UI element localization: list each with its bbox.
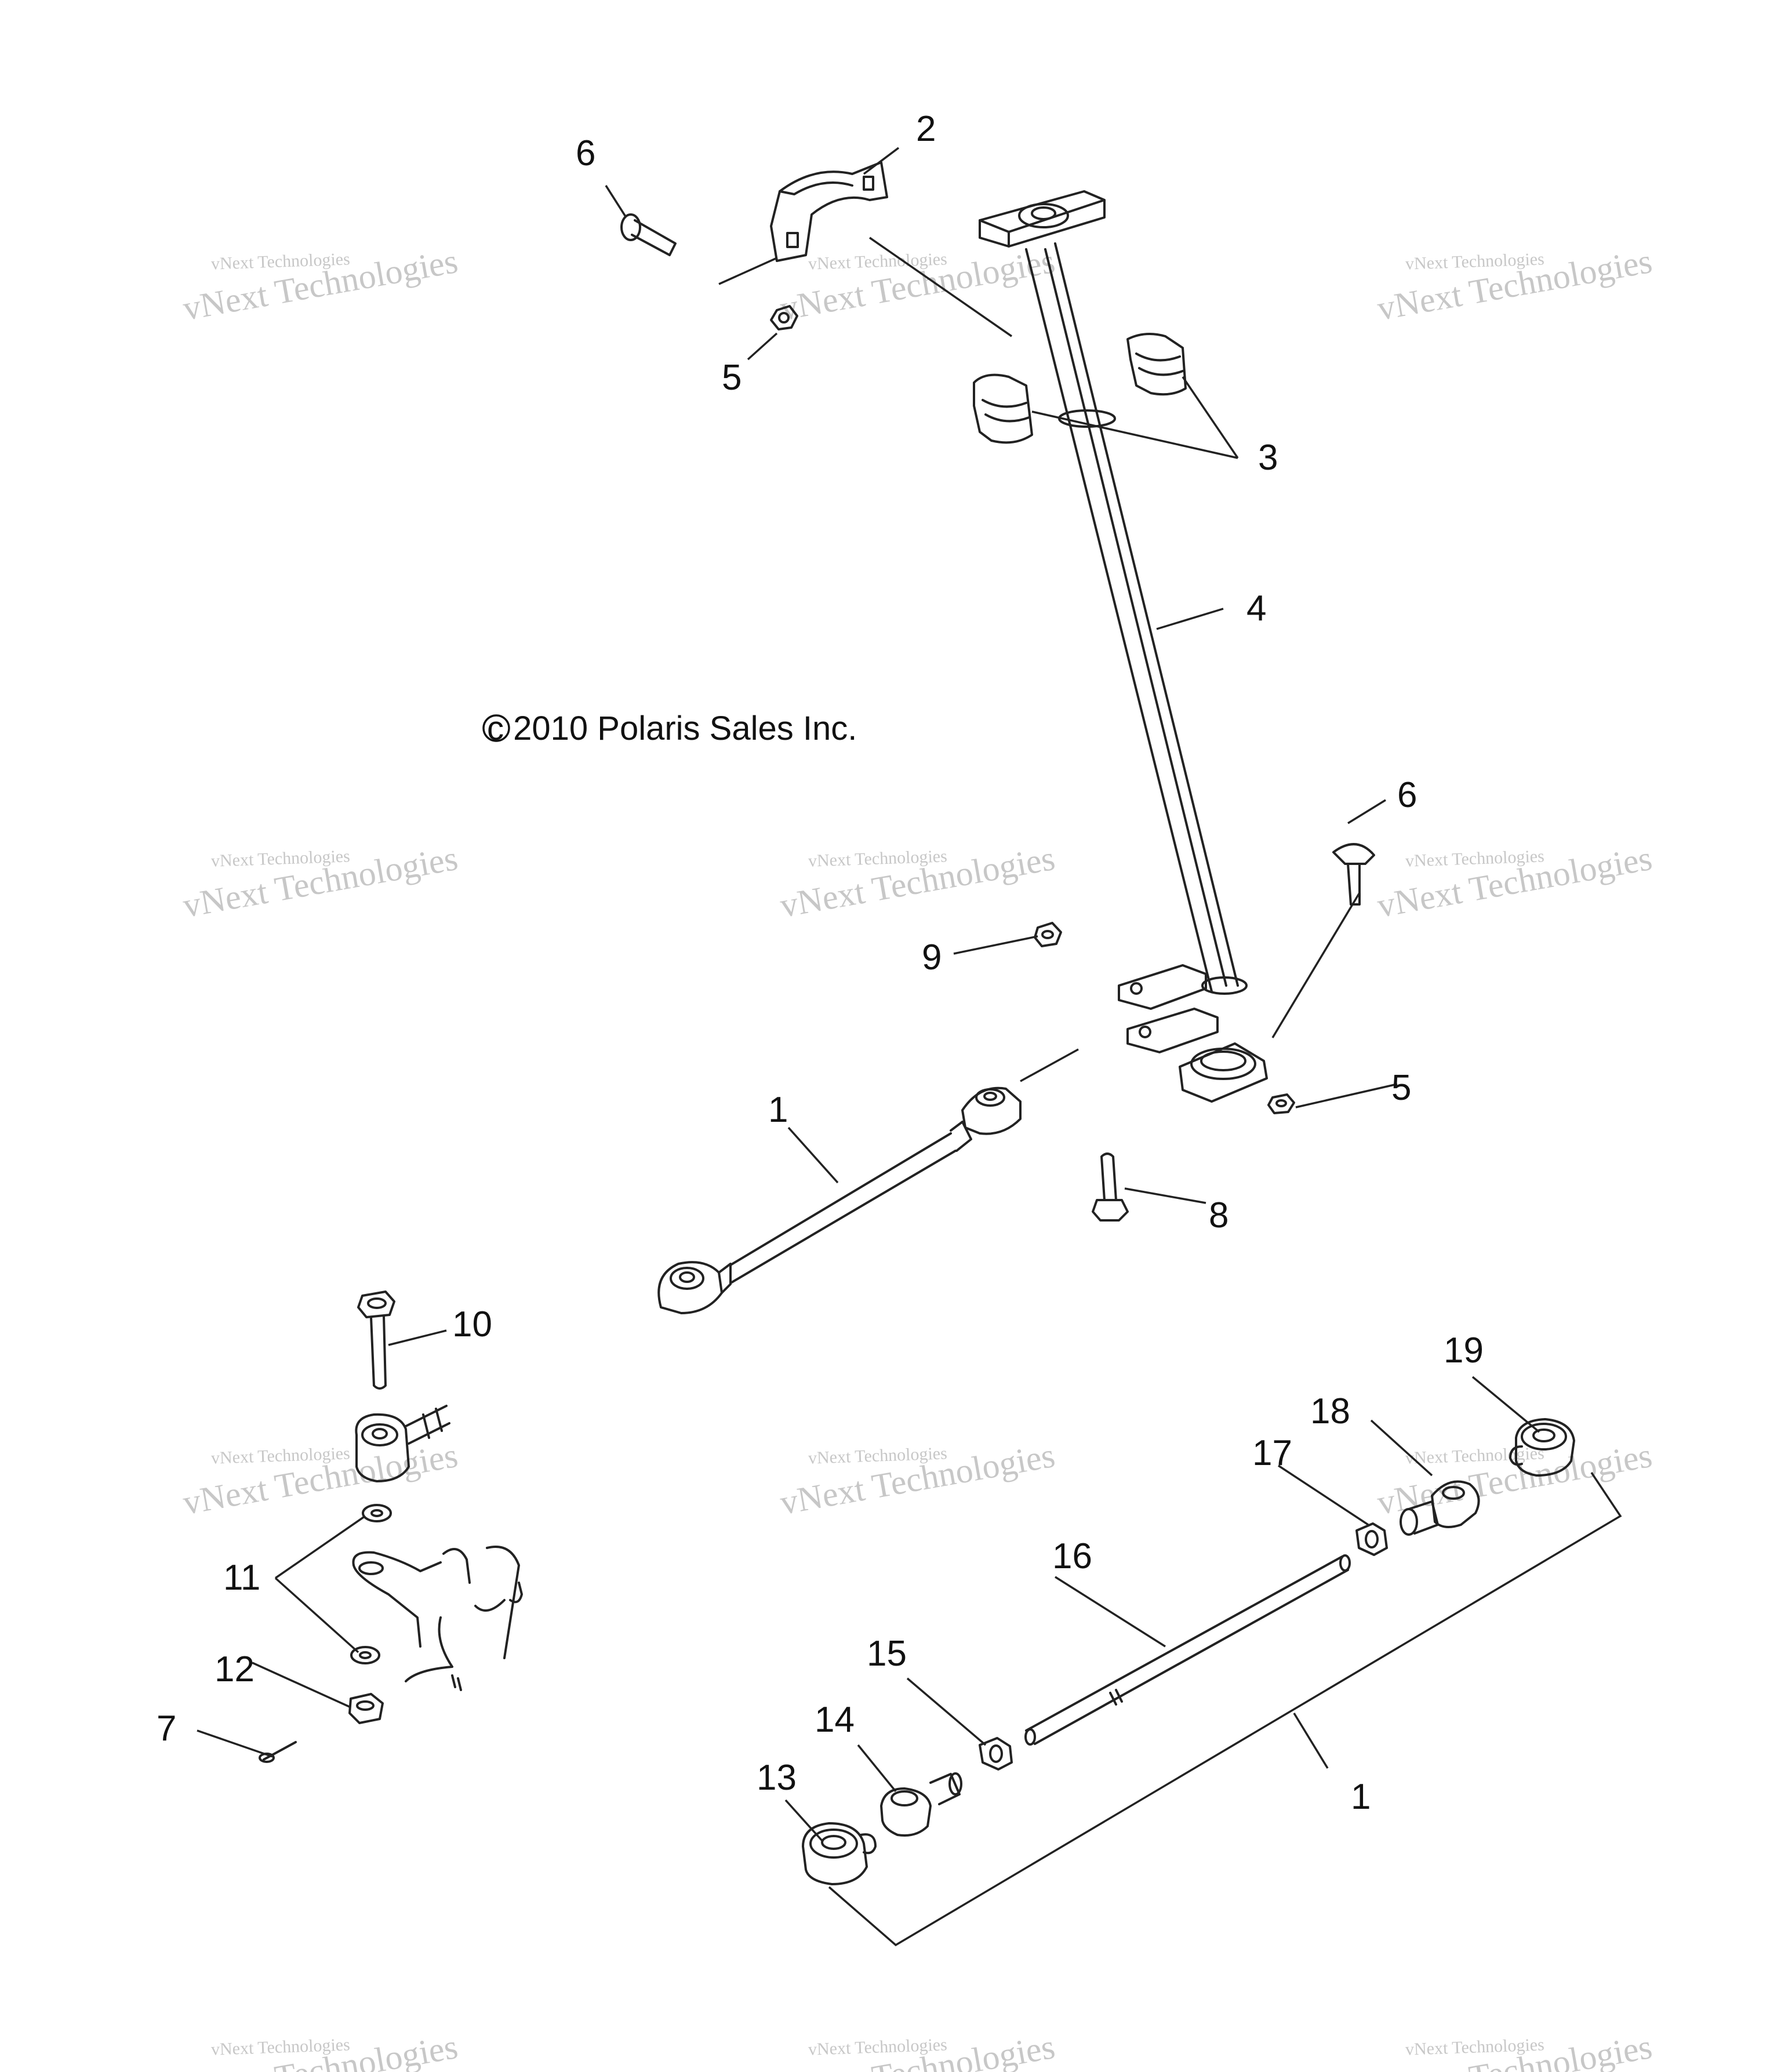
jam-nut-part: [979, 1737, 1013, 1771]
nut-part: [770, 305, 798, 330]
callout-5-top: 5: [722, 358, 742, 398]
watermark: vNext Technologies vNext Technologies: [777, 839, 1058, 925]
callout-11: 11: [223, 1558, 260, 1598]
watermark: vNext Technologies vNext Technologies: [1375, 242, 1655, 328]
callout-4: 4: [1246, 588, 1266, 628]
bolt-part: [357, 1291, 395, 1390]
copyright-circle-icon: [482, 714, 510, 742]
callout-2: 2: [916, 109, 936, 149]
watermark: vNext Technologies vNext Technologies: [180, 2027, 461, 2072]
copyright-text: c 2010 Polaris Sales Inc.: [487, 710, 857, 747]
watermark: vNext Technologies vNext Technologies: [777, 2027, 1058, 2072]
tie-rod-end-part: [355, 1405, 450, 1482]
tie-rod-part: [657, 1086, 1022, 1314]
watermark: vNext Technologies vNext Technologies: [1375, 839, 1655, 925]
callout-1-tie-rod: 1: [768, 1090, 788, 1130]
tie-rod-end-part: [1509, 1418, 1575, 1477]
cotter-pin-part: [259, 1741, 297, 1763]
bolt-part: [620, 213, 677, 256]
callout-10: 10: [452, 1304, 492, 1344]
watermark: vNext Technologies vNext Technologies: [180, 839, 461, 925]
ball-joint-part: [1400, 1480, 1480, 1536]
watermark: vNext Technologies vNext Technologies: [1375, 2027, 1655, 2072]
callout-16: 16: [1052, 1536, 1092, 1576]
callout-17: 17: [1252, 1433, 1292, 1473]
ball-joint-part: [880, 1772, 962, 1837]
threaded-rod-part: [1024, 1554, 1351, 1746]
nut-part: [348, 1693, 384, 1724]
callout-13: 13: [757, 1758, 797, 1798]
bushing-part: [973, 333, 1187, 444]
nut-part: [1267, 1093, 1295, 1114]
callout-6-top: 6: [576, 133, 595, 173]
callout-19: 19: [1444, 1331, 1484, 1371]
watermark: vNext Technologies vNext Technologies: [180, 1436, 461, 1522]
watermark: vNext Technologies vNext Technologies: [180, 242, 461, 328]
copyright-notice: c 2010 Polaris Sales Inc.: [482, 710, 857, 747]
callout-7: 7: [157, 1709, 176, 1749]
callouts: 6 2 5 3 4 6 9 5 1 8 10 19 18 17 16 11 15…: [157, 109, 1484, 1817]
nut-part: [1034, 922, 1062, 947]
watermark: vNext Technologies vNext Technologies: [777, 1436, 1058, 1522]
bolt-part: [1332, 843, 1375, 906]
clamp-part: [770, 161, 888, 262]
callout-5-right: 5: [1391, 1068, 1411, 1108]
callout-3: 3: [1258, 438, 1278, 478]
callout-9: 9: [922, 937, 942, 977]
callout-12: 12: [215, 1649, 255, 1689]
callout-1-assembly: 1: [1351, 1777, 1371, 1817]
leader-lines: [197, 147, 1622, 1947]
washer-part: [362, 1504, 392, 1522]
callout-15: 15: [867, 1634, 907, 1674]
tie-rod-end-part: [802, 1822, 877, 1885]
callout-14: 14: [815, 1700, 855, 1740]
washer-part: [350, 1646, 380, 1664]
callout-8: 8: [1209, 1195, 1228, 1235]
jam-nut-part: [1355, 1522, 1388, 1556]
steering-column-part: [979, 190, 1268, 1103]
bolt-part: [1092, 1153, 1129, 1222]
callout-6-right: 6: [1397, 775, 1417, 815]
callout-18: 18: [1310, 1391, 1350, 1431]
spindle-arm-part: [352, 1546, 523, 1691]
